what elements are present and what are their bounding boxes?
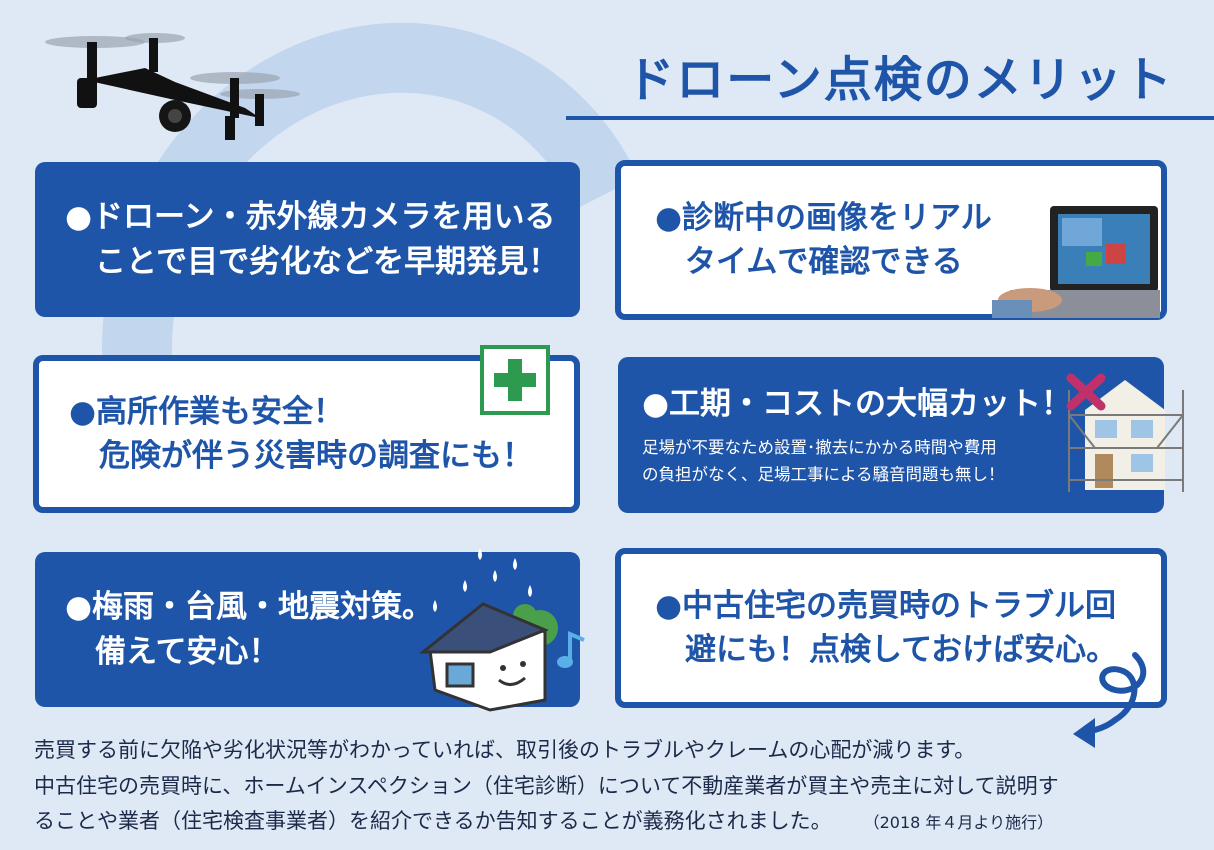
drone-icon bbox=[45, 33, 300, 140]
first-aid-cross-icon bbox=[480, 345, 550, 415]
merit-headline: ●高所作業も安全！ 危険が伴う災害時の調査にも！ bbox=[69, 390, 574, 478]
page-title: ドローン点検のメリット bbox=[626, 52, 1174, 108]
merit-card-early-detection: ●ドローン・赤外線カメラを用いる ことで目で劣化などを早期発見！ bbox=[35, 162, 580, 317]
merit-line: 備えて安心！ bbox=[95, 633, 280, 670]
merit-headline: ●梅雨・台風・地震対策。 備えて安心！ bbox=[65, 585, 580, 673]
footer-line: 中古住宅の売買時に、ホームインスペクション（住宅診断）について不動産業者が買主や… bbox=[34, 773, 1059, 798]
merit-line: ●中古住宅の売買時のトラブル回 bbox=[655, 587, 1117, 624]
merit-headline: ●ドローン・赤外線カメラを用いる ことで目で劣化などを早期発見！ bbox=[65, 195, 580, 283]
rain-house-icon bbox=[418, 548, 585, 712]
merit-line: ことで目で劣化などを早期発見！ bbox=[95, 243, 560, 280]
monitor-photo-icon bbox=[992, 206, 1160, 318]
merit-line: ●診断中の画像をリアル bbox=[655, 199, 992, 236]
footer-note: （2018 年４月より施行） bbox=[871, 813, 1054, 833]
merit-line: 避にも！点検しておけば安心。 bbox=[685, 632, 1118, 668]
merit-line: タイムで確認できる bbox=[685, 244, 963, 280]
footer-line: ることや業者（住宅検査事業者）を紹介できるか告知することが義務化されました。 （2… bbox=[34, 804, 1184, 840]
merit-line: ●ドローン・赤外線カメラを用いる bbox=[65, 199, 556, 236]
footer-line-text: ることや業者（住宅検査事業者）を紹介できるか告知することが義務化されました。 bbox=[34, 809, 832, 834]
merit-line: ●梅雨・台風・地震対策。 bbox=[65, 589, 434, 626]
title-underline bbox=[566, 116, 1214, 120]
merit-line: ●高所作業も安全！ bbox=[69, 393, 345, 430]
scaffold-building-icon bbox=[1066, 373, 1184, 492]
footer-line: 売買する前に欠陥や劣化状況等がわかっていれば、取引後のトラブルやクレームの心配が… bbox=[34, 738, 976, 762]
merit-headline: ●診断中の画像をリアル タイムで確認できる bbox=[655, 196, 1161, 284]
merit-detail-line: 足場が不要なため設置･撤去にかかる時間や費用 bbox=[642, 437, 997, 457]
swirl-arrow-icon bbox=[1073, 652, 1147, 748]
merit-headline: ●工期・コストの大幅カット！ bbox=[642, 382, 1164, 426]
merit-detail-line: の負担がなく、足場工事による騒音問題も無し！ bbox=[642, 465, 1005, 484]
merit-line: 危険が伴う災害時の調査にも！ bbox=[99, 438, 533, 474]
merit-card-resale-trouble: ●中古住宅の売買時のトラブル回 避にも！点検しておけば安心。 bbox=[615, 548, 1167, 708]
merit-detail: 足場が不要なため設置･撤去にかかる時間や費用 の負担がなく、足場工事による騒音問… bbox=[642, 434, 1164, 488]
footer-text: 売買する前に欠陥や劣化状況等がわかっていれば、取引後のトラブルやクレームの心配が… bbox=[34, 733, 1184, 840]
merit-headline: ●中古住宅の売買時のトラブル回 避にも！点検しておけば安心。 bbox=[655, 584, 1161, 672]
merit-line: ●工期・コストの大幅カット！ bbox=[642, 385, 1073, 422]
